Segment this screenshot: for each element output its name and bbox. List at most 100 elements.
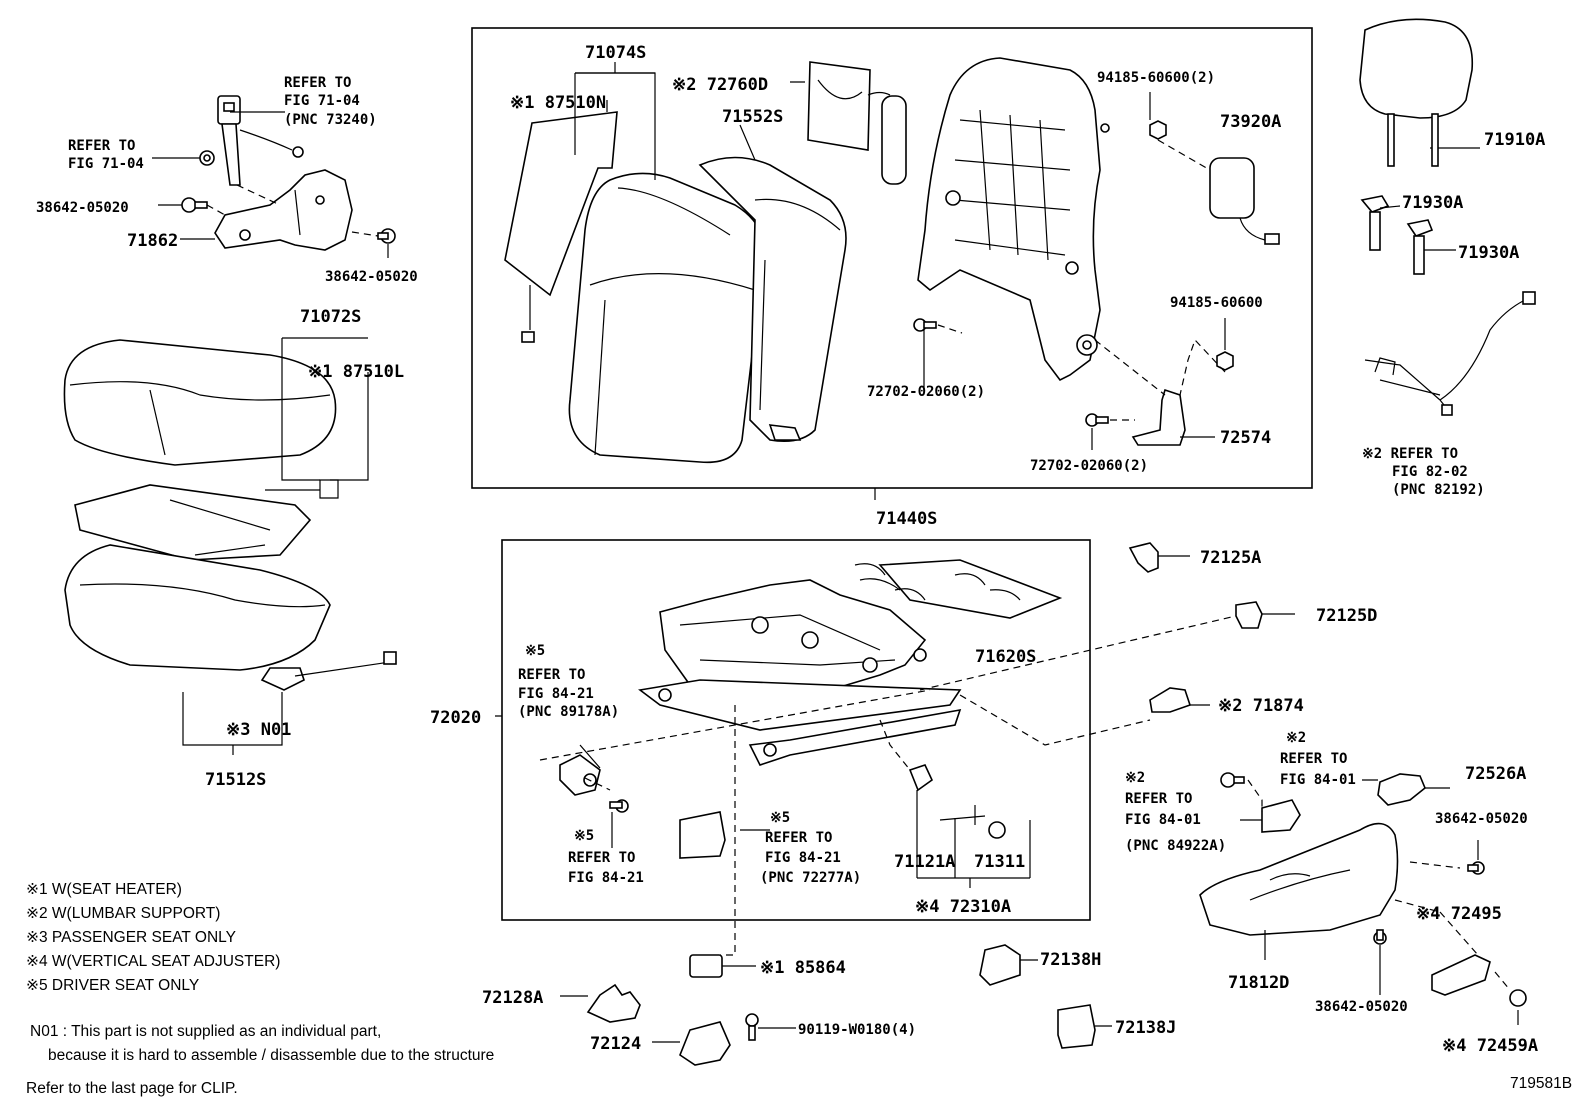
part-71874: ※2 71874 <box>1218 696 1304 716</box>
bolt-icon <box>1467 861 1485 875</box>
refer-lumbar-line2: FIG 82-02 <box>1392 464 1468 480</box>
legend-item-4: ※4 W(VERTICAL SEAT ADJUSTER) <box>26 953 280 970</box>
bolt-icon <box>1085 413 1109 427</box>
legend-item-1: ※1 W(SEAT HEATER) <box>26 881 182 898</box>
headrest-support-icon <box>1360 195 1390 251</box>
part-71311: 71311 <box>974 852 1025 872</box>
part-72760D: ※2 72760D <box>672 75 768 95</box>
refer-cover-dr-line1: ※5 <box>770 810 790 826</box>
refer-knob-a-line1: ※2 <box>1286 730 1306 746</box>
slide-adjuster-switch-icon <box>559 754 601 796</box>
part-72310A: ※4 72310A <box>915 897 1011 917</box>
part-72125D: 72125D <box>1316 606 1377 626</box>
part-71862: 71862 <box>127 231 178 251</box>
note-clip: Refer to the last page for CLIP. <box>26 1080 238 1097</box>
part-71440S: 71440S <box>876 509 937 529</box>
cap-icon <box>1509 989 1527 1007</box>
refer-driver-sw-line1: ※5 <box>525 643 545 659</box>
screw-icon <box>745 1013 759 1041</box>
part-87510N: ※1 87510N <box>510 93 606 113</box>
part-71910A: 71910A <box>1484 130 1545 150</box>
part-72124: 72124 <box>590 1034 641 1054</box>
refer-knob-b-line4: (PNC 84922A) <box>1125 838 1226 854</box>
lumbar-support-icon <box>807 61 907 185</box>
refer-belt-line2: FIG 71-04 <box>284 93 360 109</box>
part-71930A-1: 71930A <box>1402 193 1463 213</box>
part-38642-b: 38642-05020 <box>325 269 418 285</box>
seat-clip-icon <box>1235 601 1263 629</box>
part-94185-2: 94185-60600(2) <box>1097 70 1215 86</box>
seat-rail-icon <box>638 679 962 766</box>
clip-icon <box>199 150 215 166</box>
seat-adjuster-cover-icon <box>679 811 726 859</box>
refer-driver-sw-line2: REFER TO <box>518 667 585 683</box>
refer-knob-b-line1: ※2 <box>1125 770 1145 786</box>
part-72128A: 72128A <box>482 988 543 1008</box>
bolt-icon <box>609 799 629 813</box>
refer-lumbar-line3: (PNC 82192) <box>1392 482 1485 498</box>
vertical-adjuster-link-icon <box>908 764 1006 839</box>
refer-cover-dr-line2: REFER TO <box>765 830 832 846</box>
lumbar-harness-icon <box>1364 291 1536 416</box>
bolt-icon <box>377 228 396 244</box>
legend-item-5: ※5 DRIVER SEAT ONLY <box>26 977 199 994</box>
part-85864: ※1 85864 <box>760 958 846 978</box>
part-87510L: ※1 87510L <box>308 362 404 382</box>
note-n01-line2: because it is hard to assemble / disasse… <box>48 1047 494 1064</box>
seatback-frame-icon <box>917 57 1110 382</box>
part-72459A: ※4 72459A <box>1442 1036 1538 1056</box>
bolt-icon <box>1220 772 1245 788</box>
track-cover-icon <box>1057 1004 1096 1049</box>
part-71074S: 71074S <box>585 43 646 63</box>
bolt-icon <box>1373 929 1387 945</box>
seatback-assembly-box <box>471 27 1313 489</box>
part-90119: 90119-W0180(4) <box>798 1022 916 1038</box>
part-72020: 72020 <box>430 708 481 728</box>
part-72702-b: 72702-02060(2) <box>1030 458 1148 474</box>
nut-icon <box>1149 120 1167 140</box>
refer-driver-sw-line3: FIG 84-21 <box>518 686 594 702</box>
part-71812D: 71812D <box>1228 973 1289 993</box>
lumbar-switch-icon <box>1149 687 1192 713</box>
nut-icon <box>1216 351 1234 371</box>
refer-belt-line3: (PNC 73240) <box>284 112 377 128</box>
part-71512S: 71512S <box>205 770 266 790</box>
seatback-cover-icon <box>568 172 766 464</box>
refer-knob-b-line3: FIG 84-01 <box>1125 812 1201 828</box>
seat-spring-icon <box>854 559 1063 619</box>
seat-side-shield-icon <box>1199 822 1399 936</box>
refer-lumbar-line1: ※2 REFER TO <box>1362 446 1458 462</box>
part-72138H: 72138H <box>1040 950 1101 970</box>
part-71552S: 71552S <box>722 107 783 127</box>
headrest-support-icon <box>1406 219 1434 275</box>
refer-knob-a-line2: REFER TO <box>1280 751 1347 767</box>
part-72702-a: 72702-02060(2) <box>867 384 985 400</box>
refer-bolt-dr-line3: FIG 84-21 <box>568 870 644 886</box>
reclining-knob-icon <box>1377 773 1426 806</box>
refer-cover-dr-line4: (PNC 72277A) <box>760 870 861 886</box>
part-72574: 72574 <box>1220 428 1271 448</box>
seat-leg-cover-icon <box>679 1021 731 1066</box>
bolt-icon <box>913 318 937 332</box>
seat-heater-cushion-icon <box>74 484 312 561</box>
recliner-cover-icon <box>1131 388 1186 446</box>
track-cover-icon <box>979 944 1021 986</box>
refer-cover-dr-line3: FIG 84-21 <box>765 850 841 866</box>
note-n01-line1: N01 : This part is not supplied as an in… <box>30 1023 381 1040</box>
part-71072S: 71072S <box>300 307 361 327</box>
refer-knob-b-line2: REFER TO <box>1125 791 1192 807</box>
part-38642-c: 38642-05020 <box>1435 811 1528 827</box>
part-38642-a: 38642-05020 <box>36 200 129 216</box>
cushion-cover-icon <box>63 339 337 466</box>
heater-connector-icon <box>689 954 723 978</box>
part-71930A-2: 71930A <box>1458 243 1519 263</box>
legend-item-3: ※3 PASSENGER SEAT ONLY <box>26 929 236 946</box>
seat-belt-buckle-icon <box>217 95 304 186</box>
figure-id: 719581B <box>1510 1075 1572 1092</box>
cushion-pad-icon <box>64 544 331 691</box>
seat-side-airbag-icon <box>1209 157 1280 245</box>
seat-track-frame-icon <box>659 579 927 706</box>
part-73920A: 73920A <box>1220 112 1281 132</box>
part-72495: ※4 72495 <box>1416 904 1502 924</box>
